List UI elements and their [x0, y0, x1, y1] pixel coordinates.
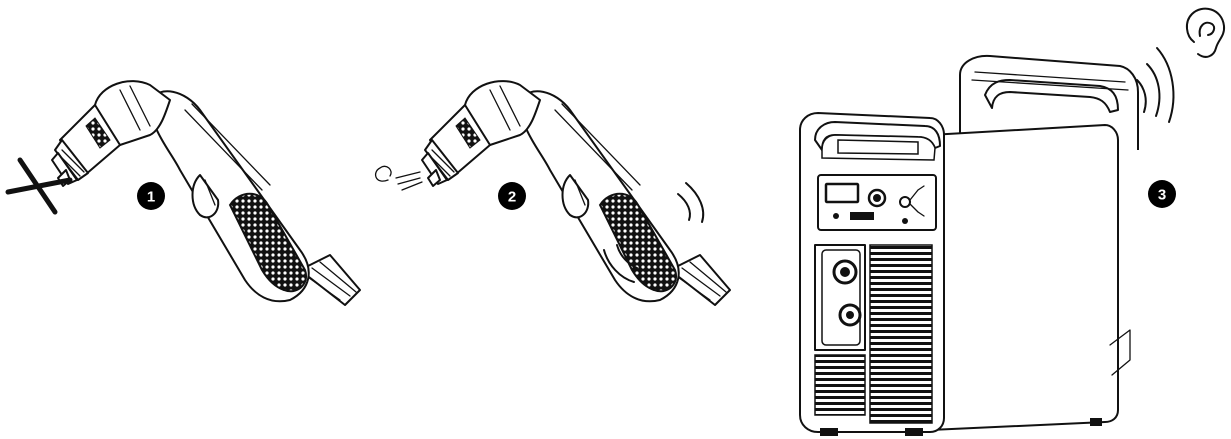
step-badge-3-number: 3 [1158, 187, 1166, 204]
sound-waves-icon [1137, 48, 1173, 122]
plasma-power-supply [800, 56, 1138, 436]
listen-ear-icon [1187, 9, 1224, 57]
plasma-torch-2 [422, 81, 730, 305]
step-badge-3: 3 [1148, 180, 1176, 208]
step-badge-2: 2 [498, 182, 526, 210]
step-badge-2-number: 2 [508, 189, 516, 206]
step-badge-1: 1 [137, 182, 165, 210]
plasma-torch-1 [52, 81, 360, 305]
step-badge-1-number: 1 [147, 189, 155, 206]
